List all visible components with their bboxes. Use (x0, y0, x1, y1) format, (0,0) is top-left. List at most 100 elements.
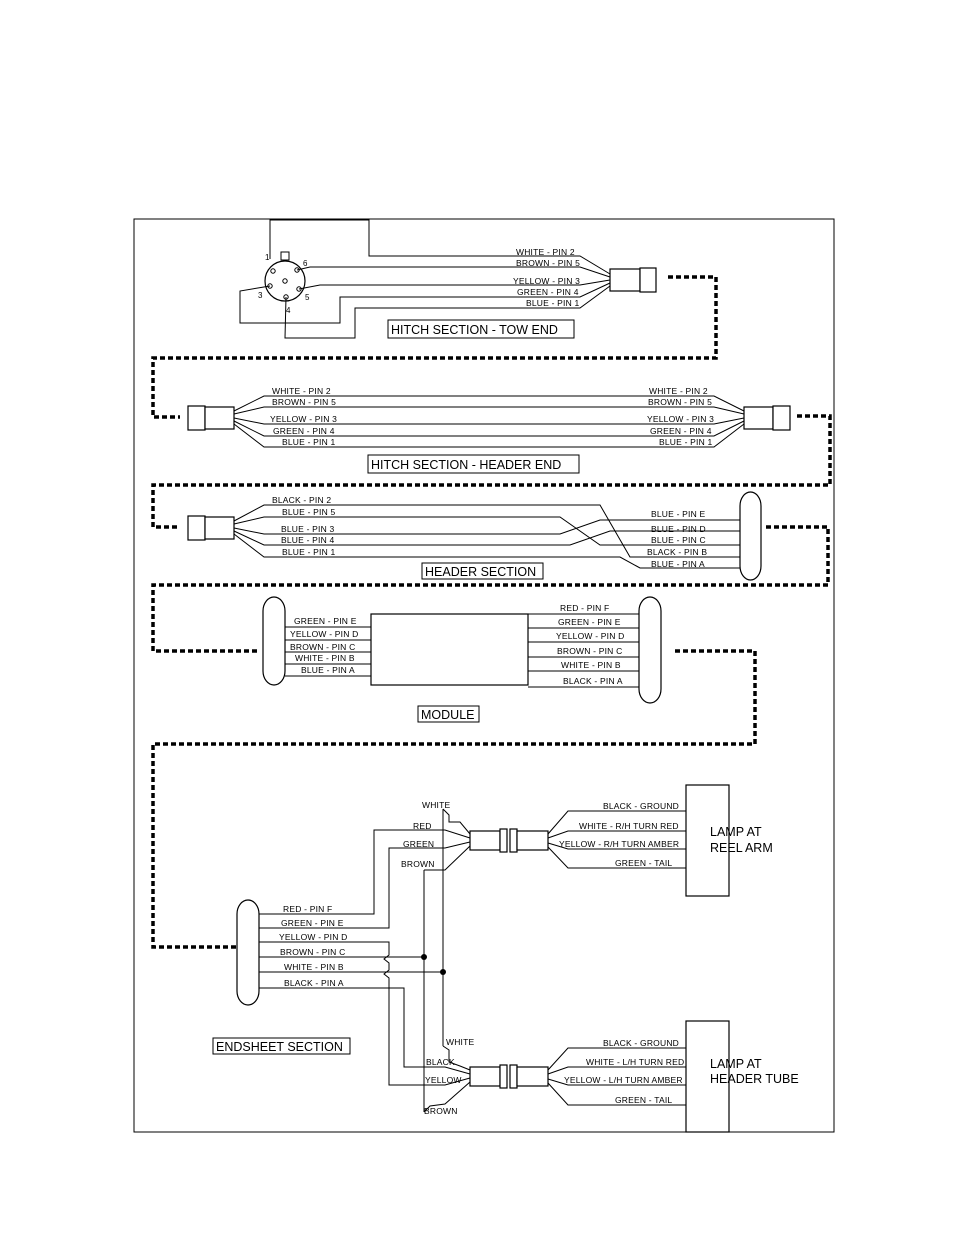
wire-label: BROWN - PIN C (280, 947, 345, 957)
endsheet-section: RED - PIN F GREEN - PIN E YELLOW - PIN D… (212, 784, 799, 1133)
wire-label: YELLOW - PIN D (556, 631, 624, 641)
plug-key-icon (280, 251, 290, 261)
splice-dot-icon (421, 954, 427, 960)
section-title-box (367, 454, 580, 474)
wire-label: GREEN - PIN E (558, 617, 621, 627)
wire-label: RED (413, 821, 432, 831)
wire-label: WHITE (446, 1037, 475, 1047)
wire-label: BLACK - PIN A (563, 676, 623, 686)
wire-label: YELLOW - PIN 3 (270, 414, 337, 424)
connector-icon (187, 515, 206, 541)
lamp-label: REEL ARM (710, 841, 773, 855)
diagram-frame (133, 218, 835, 1133)
wire-label: BROWN (401, 859, 435, 869)
section-title-box (212, 1037, 351, 1055)
wire-label: WHITE - PIN 2 (516, 247, 575, 257)
oval-connector-icon (638, 596, 662, 704)
splice-dot-icon (440, 969, 446, 975)
wire-label: BLUE - PIN 1 (282, 547, 335, 557)
wire-label: RED - PIN F (560, 603, 609, 613)
hitch-header-end-section: WHITE - PIN 2 BROWN - PIN 5 YELLOW - PIN… (187, 386, 791, 474)
lamp-reel-arm-box (685, 784, 730, 897)
plug-pin-number: 1 (265, 253, 270, 262)
wire-label: BLUE - PIN A (301, 665, 355, 675)
wire-label: BLUE - PIN 1 (282, 437, 335, 447)
wire-label: GREEN - PIN E (294, 616, 357, 626)
wire-label: GREEN - PIN E (281, 918, 344, 928)
hitch-tow-end-section: 1 6 3 5 4 WHITE - PIN 2 BROWN - PIN 5 YE… (239, 219, 657, 339)
oval-connector-icon (739, 491, 762, 581)
connector-icon (516, 1066, 549, 1087)
section-title: HEADER SECTION (425, 565, 536, 579)
wire-label: BLACK (426, 1057, 455, 1067)
connector-icon (469, 1066, 501, 1087)
plug-pin-number: 4 (286, 306, 291, 315)
connector-icon (772, 405, 791, 431)
wire-label: BROWN - PIN 5 (272, 397, 336, 407)
wire-label: RED - PIN F (283, 904, 332, 914)
module-section: GREEN - PIN E YELLOW - PIN D BROWN - PIN… (262, 596, 662, 723)
connector-icon (204, 406, 235, 430)
wire-label: YELLOW - PIN D (290, 629, 358, 639)
wire-label: WHITE - PIN 2 (272, 386, 331, 396)
wire-label: BLUE - PIN 3 (281, 524, 334, 534)
wire-label: BLUE - PIN 5 (282, 507, 335, 517)
wire-label: WHITE - PIN B (284, 962, 344, 972)
section-title: ENDSHEET SECTION (216, 1040, 343, 1054)
plug-pin-number: 3 (258, 291, 263, 300)
wire-label: BROWN - PIN 5 (648, 397, 712, 407)
wire-label: YELLOW - PIN 3 (647, 414, 714, 424)
wire-label: WHITE - L/H TURN RED (586, 1057, 684, 1067)
plug-pin-number: 5 (305, 293, 310, 302)
lamp-label: LAMP AT (710, 825, 762, 839)
section-title-box (387, 319, 575, 339)
lamp-label: LAMP AT (710, 1057, 762, 1071)
wire-label: BLUE - PIN 4 (281, 535, 334, 545)
wire-label: BROWN - PIN 5 (516, 258, 580, 268)
lamp-header-tube-box (685, 1020, 730, 1133)
connector-icon (509, 1064, 518, 1089)
wire-label: BROWN - PIN C (290, 642, 355, 652)
wire-label: WHITE - PIN 2 (649, 386, 708, 396)
wire-label: BLACK - GROUND (603, 801, 679, 811)
wire-label: BLACK - GROUND (603, 1038, 679, 1048)
wire-label: BROWN (424, 1106, 458, 1116)
connector-icon (743, 406, 774, 430)
wire-label: WHITE (422, 800, 451, 810)
module-box (370, 613, 529, 686)
wire-label: YELLOW (425, 1075, 462, 1085)
wire-label: BLUE - PIN 1 (526, 298, 579, 308)
header-section: BLACK - PIN 2 BLUE - PIN 5 BLUE - PIN 3 … (187, 491, 762, 581)
section-title: MODULE (421, 708, 474, 722)
wire-label: BROWN - PIN C (557, 646, 622, 656)
connector-icon (469, 830, 501, 851)
wire-label: WHITE - R/H TURN RED (579, 821, 679, 831)
wire-label: YELLOW - L/H TURN AMBER (564, 1075, 683, 1085)
connector-icon (639, 267, 657, 293)
connector-icon (499, 828, 508, 853)
wire-label: BLUE - PIN D (651, 524, 706, 534)
wire-label: BLUE - PIN A (651, 559, 705, 569)
section-title-box (421, 562, 544, 580)
wire-label: YELLOW - PIN 3 (513, 276, 580, 286)
oval-connector-icon (236, 899, 260, 1006)
wire-label: WHITE - PIN B (295, 653, 355, 663)
oval-connector-icon (262, 596, 286, 686)
wire-label: YELLOW - R/H TURN AMBER (559, 839, 679, 849)
connector-icon (187, 405, 206, 431)
wire-label: YELLOW - PIN D (279, 932, 347, 942)
wire-label: GREEN - TAIL (615, 1095, 672, 1105)
wire-label: BLUE - PIN 1 (659, 437, 712, 447)
wire-label: BLACK - PIN B (647, 547, 707, 557)
wire-label: GREEN (403, 839, 434, 849)
connector-icon (204, 516, 235, 540)
wire-label: GREEN - TAIL (615, 858, 672, 868)
plug-pin-number: 6 (303, 259, 308, 268)
wire-label: BLACK - PIN A (284, 978, 344, 988)
connector-icon (609, 268, 641, 292)
lamp-label: HEADER TUBE (710, 1072, 799, 1086)
connector-icon (509, 828, 518, 853)
section-title: HITCH SECTION - HEADER END (371, 458, 561, 472)
section-title-box (417, 705, 480, 723)
connector-icon (516, 830, 549, 851)
